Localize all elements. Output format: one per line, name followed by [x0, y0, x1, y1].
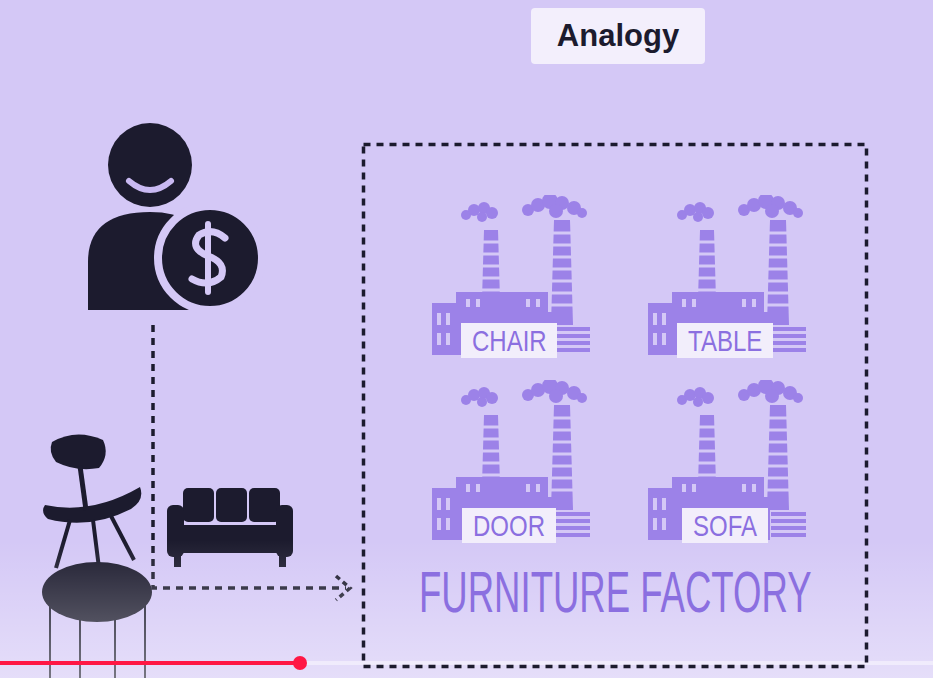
- factory-label: TABLE: [688, 323, 762, 358]
- customer-icon: [88, 123, 262, 310]
- factory-unit: CHAIR: [432, 195, 592, 360]
- coin: [158, 206, 262, 310]
- person-head: [108, 123, 192, 207]
- label-plate: SOFA: [682, 508, 768, 543]
- factory-group-box: FURNITURE FACTORY CHAIR TABLE DOOR SOFA: [362, 143, 868, 668]
- bottom-fade: [0, 540, 933, 678]
- factory-unit: DOOR: [432, 380, 592, 545]
- factory-group-label: FURNITURE FACTORY: [419, 563, 812, 621]
- factory-unit: SOFA: [648, 380, 808, 545]
- title-text: Analogy: [557, 8, 679, 64]
- factory-label: SOFA: [693, 508, 757, 543]
- factory-label: CHAIR: [472, 323, 547, 358]
- label-plate: CHAIR: [461, 323, 558, 358]
- label-plate: DOOR: [462, 508, 556, 543]
- smile: [129, 181, 171, 190]
- dollar-stroke: [205, 224, 211, 292]
- label-plate: TABLE: [677, 323, 773, 358]
- factory-label: DOOR: [473, 508, 545, 543]
- factory-unit: TABLE: [648, 195, 808, 360]
